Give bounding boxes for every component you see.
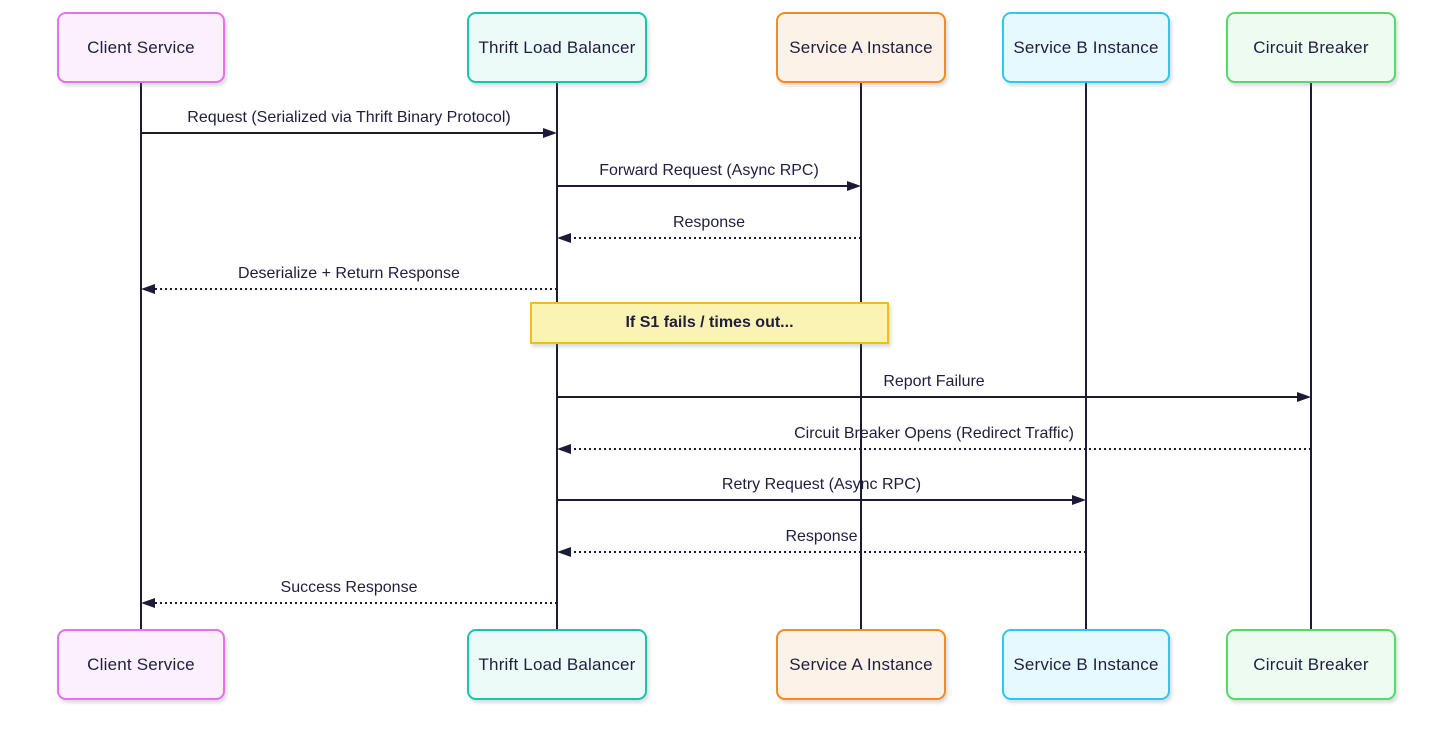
actor-label: Service A Instance	[789, 654, 933, 674]
message-arrowhead	[141, 284, 155, 294]
actor-box-balancer-bottom: Thrift Load Balancer	[467, 629, 647, 700]
actor-box-service_a-top: Service A Instance	[776, 12, 946, 83]
note-box: If S1 fails / times out...	[530, 302, 889, 344]
actor-label: Service B Instance	[1013, 654, 1159, 674]
actor-box-service_a-bottom: Service A Instance	[776, 629, 946, 700]
actor-box-service_b-top: Service B Instance	[1002, 12, 1170, 83]
actor-box-client-top: Client Service	[57, 12, 225, 83]
message-arrowhead	[1072, 495, 1086, 505]
message-label: Deserialize + Return Response	[238, 265, 460, 282]
actor-label: Client Service	[87, 37, 195, 57]
message-label: Response	[672, 214, 746, 231]
message-arrowhead	[557, 547, 571, 557]
message-label: Response	[785, 528, 858, 545]
message-label: Retry Request (Async RPC)	[721, 476, 922, 493]
message-label: Forward Request (Async RPC)	[599, 162, 819, 179]
message-arrowhead	[847, 181, 861, 191]
message-arrowhead	[557, 233, 571, 243]
actor-label: Client Service	[87, 654, 195, 674]
message-label: Success Response	[280, 579, 418, 596]
actor-label: Service A Instance	[789, 37, 933, 57]
message-arrowhead	[141, 598, 155, 608]
note-label: If S1 fails / times out...	[625, 314, 794, 331]
message-arrowhead	[543, 128, 557, 138]
actor-box-breaker-bottom: Circuit Breaker	[1226, 629, 1396, 700]
actor-label: Thrift Load Balancer	[478, 37, 636, 57]
actor-label: Service B Instance	[1013, 37, 1159, 57]
actor-box-client-bottom: Client Service	[57, 629, 225, 700]
actor-label: Thrift Load Balancer	[478, 654, 636, 674]
message-label: Circuit Breaker Opens (Redirect Traffic)	[794, 425, 1074, 442]
actor-box-breaker-top: Circuit Breaker	[1226, 12, 1396, 83]
actor-label: Circuit Breaker	[1253, 654, 1369, 674]
actor-label: Circuit Breaker	[1253, 37, 1369, 57]
message-arrowhead	[557, 444, 571, 454]
message-arrowhead	[1297, 392, 1311, 402]
message-label: Report Failure	[883, 373, 985, 390]
message-label: Request (Serialized via Thrift Binary Pr…	[187, 109, 511, 126]
actor-box-service_b-bottom: Service B Instance	[1002, 629, 1170, 700]
actor-box-balancer-top: Thrift Load Balancer	[467, 12, 647, 83]
